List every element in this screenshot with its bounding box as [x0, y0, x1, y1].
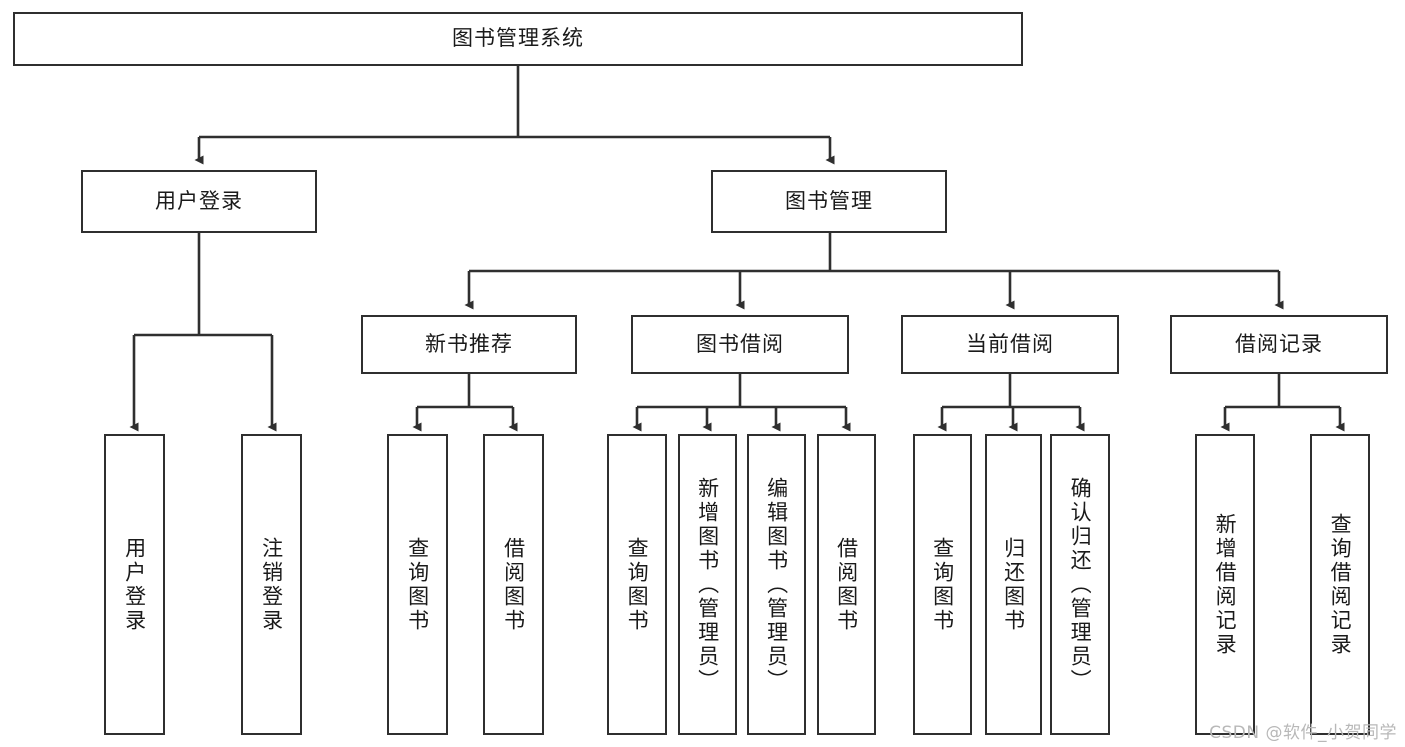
node-label: 查询借阅记录	[1328, 512, 1353, 657]
node-label: 查询图书	[405, 536, 430, 633]
leaf-borrow-records-1[interactable]: 新增借阅记录	[1195, 434, 1255, 735]
node-label: 图书管理系统	[452, 26, 584, 51]
leaf-book-borrow-4[interactable]: 借阅图书	[817, 434, 876, 735]
node-label: 新增图书（管理员）	[695, 476, 720, 693]
node-label: 新增借阅记录	[1213, 512, 1238, 657]
leaf-current-borrow-1[interactable]: 查询图书	[913, 434, 972, 735]
leaf-book-borrow-1[interactable]: 查询图书	[607, 434, 667, 735]
node-label: 新书推荐	[425, 331, 513, 356]
node-label: 借阅图书	[501, 536, 526, 633]
leaf-current-borrow-3[interactable]: 确认归还（管理员）	[1050, 434, 1110, 735]
node-label: 用户登录	[122, 536, 147, 633]
node-label: 用户登录	[155, 188, 243, 213]
leaf-book-borrow-3[interactable]: 编辑图书（管理员）	[747, 434, 806, 735]
node-label: 查询图书	[625, 536, 650, 633]
node-root-system[interactable]: 图书管理系统	[13, 12, 1023, 66]
watermark-text: CSDN @软件_小贺同学	[1209, 723, 1397, 743]
node-label: 借阅记录	[1235, 331, 1323, 356]
leaf-new-book-1[interactable]: 查询图书	[387, 434, 448, 735]
node-current-borrow[interactable]: 当前借阅	[901, 315, 1119, 374]
leaf-current-borrow-2[interactable]: 归还图书	[985, 434, 1042, 735]
node-label: 编辑图书（管理员）	[764, 476, 789, 693]
node-label: 注销登录	[259, 536, 284, 633]
node-label: 确认归还（管理员）	[1068, 476, 1093, 693]
node-book-management[interactable]: 图书管理	[711, 170, 947, 233]
leaf-borrow-records-2[interactable]: 查询借阅记录	[1310, 434, 1370, 735]
leaf-new-book-2[interactable]: 借阅图书	[483, 434, 544, 735]
node-label: 图书借阅	[696, 331, 784, 356]
node-label: 归还图书	[1001, 536, 1026, 633]
node-borrow-records[interactable]: 借阅记录	[1170, 315, 1388, 374]
leaf-user-login-2[interactable]: 注销登录	[241, 434, 302, 735]
node-book-borrow[interactable]: 图书借阅	[631, 315, 849, 374]
node-label: 图书管理	[785, 188, 873, 213]
node-user-login[interactable]: 用户登录	[81, 170, 317, 233]
node-label: 查询图书	[930, 536, 955, 633]
node-new-book-recommend[interactable]: 新书推荐	[361, 315, 577, 374]
leaf-book-borrow-2[interactable]: 新增图书（管理员）	[678, 434, 737, 735]
node-label: 当前借阅	[966, 331, 1054, 356]
node-label: 借阅图书	[834, 536, 859, 633]
leaf-user-login-1[interactable]: 用户登录	[104, 434, 165, 735]
